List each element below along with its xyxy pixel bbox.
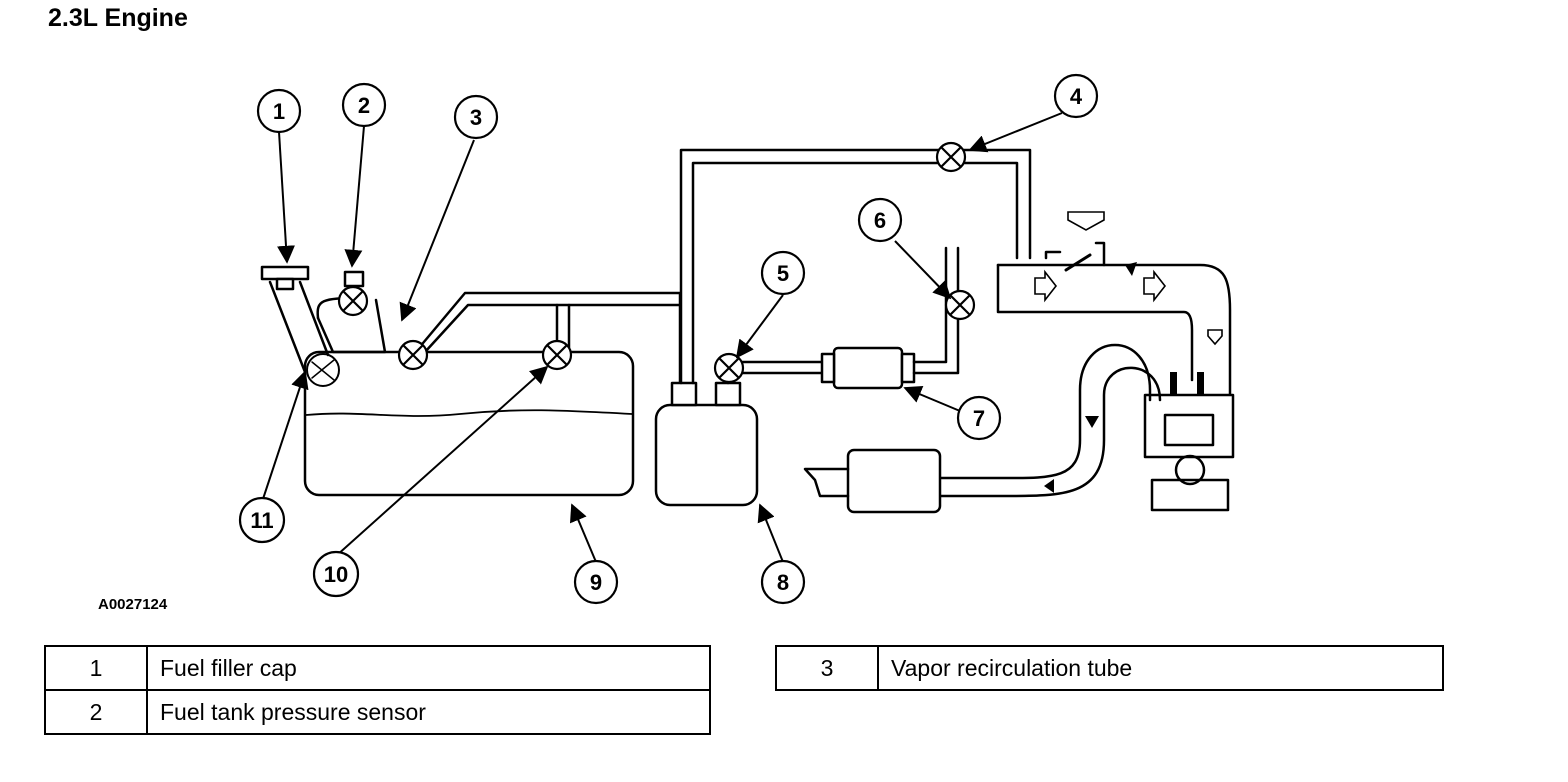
legend-number: 3	[775, 645, 879, 691]
legend-table-left: 1 Fuel filler cap 2 Fuel tank pressure s…	[44, 645, 711, 735]
callout-5: 5	[760, 250, 806, 296]
callout-7: 7	[956, 395, 1002, 441]
callout-4-label: 4	[1070, 84, 1083, 109]
valve-3	[397, 339, 429, 371]
exhaust-pipe	[938, 343, 1152, 480]
callout-5-label: 5	[777, 261, 789, 286]
valve-2	[337, 285, 369, 317]
fuel-tank	[303, 350, 635, 497]
callout-bubbles: 1 2 3 4 5 6 7 8 9 10 11	[238, 73, 1099, 605]
valve-10	[541, 339, 573, 371]
callout-11: 11	[238, 496, 286, 544]
legend-number: 1	[44, 645, 148, 691]
valve-icons	[337, 141, 976, 384]
callout-7-label: 7	[973, 406, 985, 431]
callout-11-label: 11	[250, 508, 273, 533]
fuel-level	[305, 409, 633, 417]
vent-filter	[832, 346, 904, 390]
legend-description: Vapor recirculation tube	[877, 645, 1444, 691]
flow-arrows	[1034, 211, 1223, 346]
callout-2: 2	[341, 82, 387, 128]
callout-3-label: 3	[470, 105, 482, 130]
callout-4: 4	[1053, 73, 1099, 119]
fuel-tank-pressure-sensor	[343, 270, 365, 288]
figure-id: A0027124	[98, 596, 168, 613]
callout-6-label: 6	[874, 208, 886, 233]
callout-10: 10	[312, 550, 360, 598]
callout-8-label: 8	[777, 570, 789, 595]
callout-1: 1	[256, 88, 302, 134]
callout-1-label: 1	[273, 99, 285, 124]
callout-8: 8	[760, 559, 806, 605]
filler-neck	[268, 280, 330, 374]
muffler	[846, 448, 942, 514]
table-row: 2 Fuel tank pressure sensor	[44, 689, 711, 735]
fuel-filler-cap	[260, 265, 310, 281]
legend-number: 2	[44, 689, 148, 735]
callout-2-label: 2	[358, 93, 370, 118]
table-row: 1 Fuel filler cap	[44, 645, 711, 691]
callout-9: 9	[573, 559, 619, 605]
callout-3: 3	[453, 94, 499, 140]
carbon-canister	[654, 403, 759, 507]
callout-10-label: 10	[324, 562, 348, 587]
legend-table-right: 3 Vapor recirculation tube	[775, 645, 1444, 691]
valve-4	[935, 141, 967, 173]
valve-6	[944, 289, 976, 321]
table-row: 3 Vapor recirculation tube	[775, 645, 1444, 691]
intake-manifold	[996, 263, 1232, 422]
legend-description: Fuel tank pressure sensor	[146, 689, 711, 735]
valve-5	[713, 352, 745, 384]
callout-9-label: 9	[590, 570, 602, 595]
legend-description: Fuel filler cap	[146, 645, 711, 691]
evap-system-diagram: 1 2 3 4 5 6 7 8 9 10 11	[238, 73, 1235, 605]
page-title: 2.3L Engine	[48, 4, 188, 32]
callout-6: 6	[857, 197, 903, 243]
